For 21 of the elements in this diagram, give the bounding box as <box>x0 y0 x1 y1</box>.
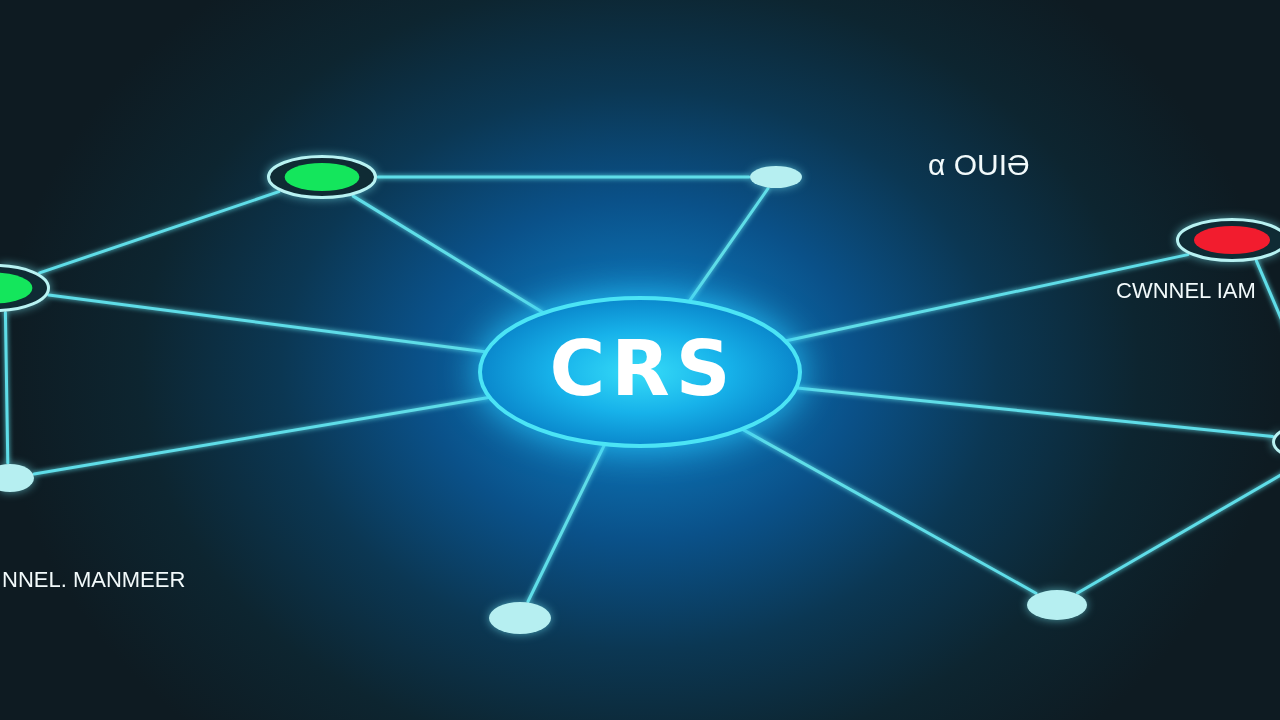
ring-node <box>1174 216 1280 264</box>
disc-node <box>487 600 553 636</box>
connector-line <box>351 194 545 314</box>
hub-label: CRS <box>548 331 737 407</box>
text-label: NNEL. MANMEER <box>2 569 186 591</box>
connector-line <box>741 428 1038 595</box>
ring-node <box>0 262 52 314</box>
connector-line <box>526 443 606 603</box>
text-label: α OUIƏ <box>928 150 1030 180</box>
connector-line <box>784 253 1190 343</box>
node-caption: CWNNEL IAM <box>1116 280 1256 302</box>
connector-line <box>376 175 751 179</box>
hub-node <box>478 296 802 448</box>
ring-node <box>265 153 379 201</box>
connector-line <box>688 187 770 303</box>
disc-node <box>748 164 804 190</box>
connector-line <box>3 311 10 465</box>
connector-line <box>32 396 491 476</box>
connector-line <box>47 293 487 354</box>
connector-line <box>38 190 281 275</box>
disc-node <box>1025 588 1089 622</box>
